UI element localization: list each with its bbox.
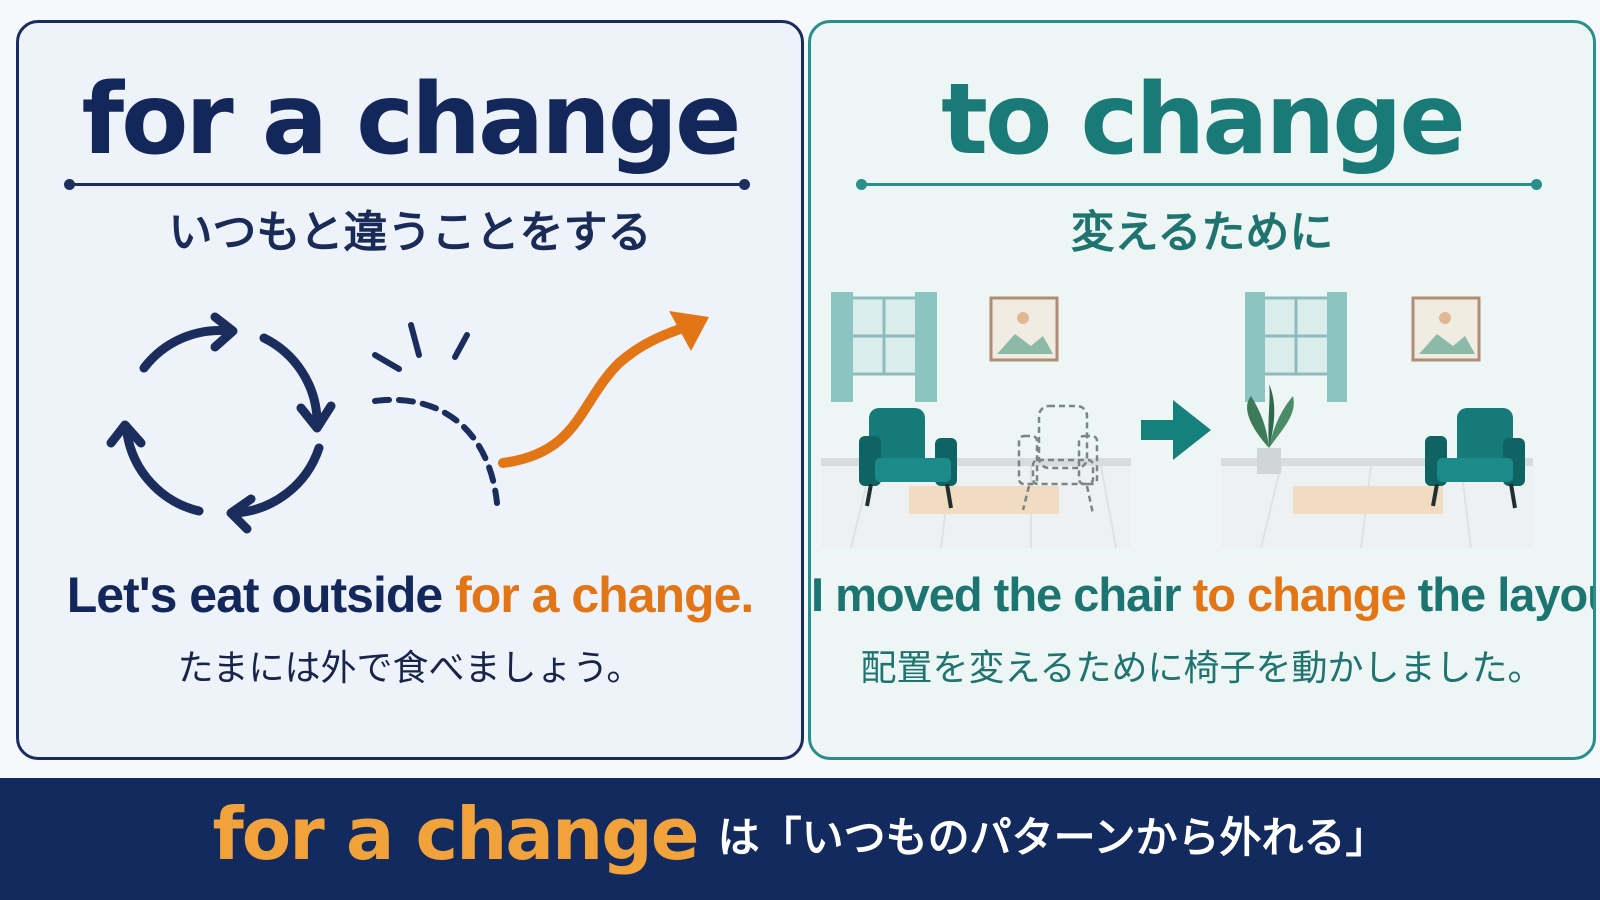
to-change-card: to change 変えるために: [808, 20, 1596, 760]
banner-phrase: for a change: [212, 792, 699, 876]
example-text: I moved the chair: [811, 568, 1193, 621]
for-a-change-illustration: [106, 311, 709, 534]
room-before-icon: [821, 292, 1131, 549]
armchair-icon: [1425, 408, 1525, 509]
armchair-icon: [859, 408, 957, 509]
cycle-arrows-icon: [106, 312, 336, 534]
upward-curve-arrow-icon: [498, 311, 709, 468]
example-translation: 配置を変えるために椅子を動かしました。: [860, 648, 1544, 689]
plant-icon: [1247, 384, 1294, 474]
example-translation: たまには外で食べましょう。: [177, 648, 643, 689]
card-title: for a change: [81, 63, 741, 177]
room-after-icon: [1221, 292, 1533, 549]
example-highlight: to change: [1192, 568, 1407, 621]
for-a-change-card: for a change いつもと違うことをする Let's eat outsi…: [16, 20, 804, 760]
example-highlight: for a change.: [455, 567, 754, 623]
title-divider: [856, 179, 1542, 190]
banner-text: は「いつものパターンから外れる」: [717, 812, 1388, 862]
break-pattern-icon: [372, 322, 500, 506]
card-subtitle: 変えるために: [1070, 207, 1334, 258]
dashed-chair-icon: [1017, 404, 1099, 515]
card-title: to change: [941, 63, 1466, 177]
to-change-illustration: [821, 292, 1533, 549]
example-text: Let's eat outside: [66, 567, 456, 623]
example-text-after: the layout.: [1417, 568, 1593, 621]
example-sentence: Let's eat outside for a change.: [19, 563, 801, 627]
summary-banner: for a change は「いつものパターンから外れる」: [0, 778, 1600, 900]
title-divider: [64, 179, 750, 190]
card-subtitle: いつもと違うことをする: [168, 207, 652, 258]
arrow-right-icon: [1141, 400, 1211, 460]
example-sentence: I moved the chair to change the layout.: [811, 563, 1593, 627]
